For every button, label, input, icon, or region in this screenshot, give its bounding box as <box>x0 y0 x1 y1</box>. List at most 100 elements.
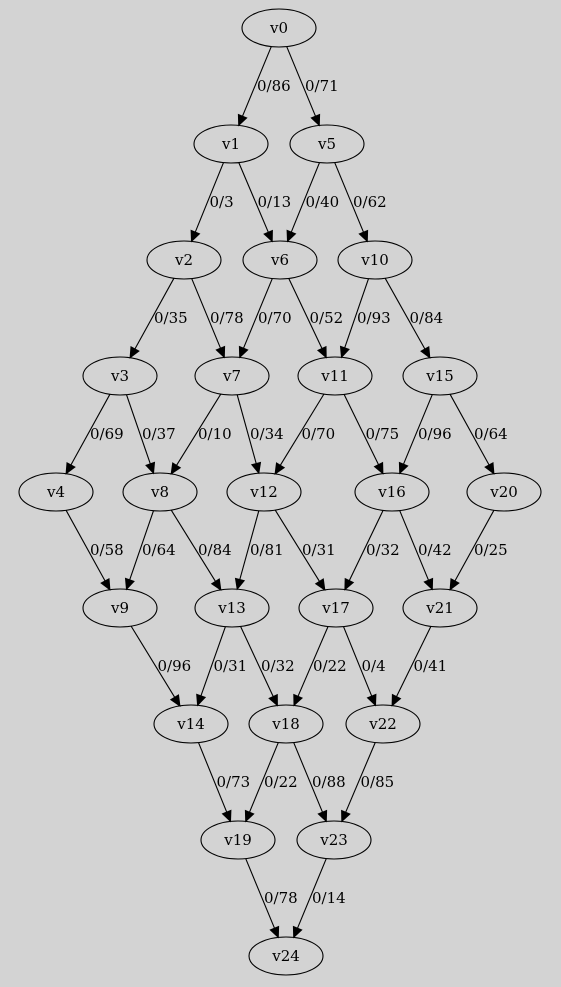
arrowhead-icon <box>124 577 135 591</box>
arrowhead-icon <box>484 461 495 475</box>
edge-v2-v3: 0/35 <box>129 278 188 359</box>
edge-v6-v7: 0/70 <box>238 278 292 359</box>
edge-line <box>402 394 433 465</box>
node-label: v16 <box>377 483 406 501</box>
edge-label: 0/4 <box>362 657 386 675</box>
arrowhead-icon <box>398 461 409 475</box>
edge-line <box>454 510 495 582</box>
arrowhead-icon <box>215 345 226 359</box>
edge-line <box>176 393 222 466</box>
node-label: v9 <box>110 599 129 617</box>
edge-label: 0/86 <box>257 77 291 95</box>
edge-v15-v16: 0/96 <box>398 394 452 475</box>
arrowhead-icon <box>316 345 327 359</box>
node-v21: v21 <box>402 588 478 628</box>
node-v14: v14 <box>153 704 229 744</box>
edge-line <box>343 394 379 465</box>
node-v24: v24 <box>248 936 324 976</box>
node-ellipse <box>248 936 324 976</box>
edge-v9-v14: 0/96 <box>130 625 192 707</box>
node-v22: v22 <box>345 704 421 744</box>
arrowhead-icon <box>449 577 460 591</box>
arrowhead-icon <box>237 113 248 127</box>
node-ellipse <box>82 356 158 396</box>
edge-label: 0/85 <box>361 773 395 791</box>
arrowhead-icon <box>423 577 434 591</box>
node-ellipse <box>248 704 324 744</box>
arrowhead-icon <box>169 694 181 707</box>
edge-v14-v19: 0/73 <box>197 742 250 823</box>
edge-v18-v19: 0/22 <box>244 742 298 823</box>
edge-label: 0/78 <box>210 309 244 327</box>
node-ellipse <box>297 356 373 396</box>
edge-label: 0/41 <box>414 657 448 675</box>
edge-line <box>399 510 430 581</box>
edge-label: 0/42 <box>418 541 452 559</box>
edge-line <box>194 162 225 233</box>
node-ellipse <box>298 588 374 628</box>
arrowhead-icon <box>100 577 111 591</box>
edge-v8-v9: 0/64 <box>124 510 176 591</box>
node-v15: v15 <box>402 356 478 396</box>
edge-line <box>344 278 370 348</box>
edge-line <box>334 162 365 233</box>
edge-label: 0/10 <box>198 425 232 443</box>
edge-v12-v13: 0/81 <box>234 510 284 591</box>
edge-label: 0/37 <box>142 425 176 443</box>
edge-line <box>290 162 321 233</box>
edge-label: 0/81 <box>250 541 284 559</box>
edge-v16-v17: 0/32 <box>344 510 400 591</box>
edge-v17-v22: 0/4 <box>342 626 386 707</box>
edge-line <box>191 278 222 349</box>
node-v23: v23 <box>296 820 372 860</box>
node-label: v10 <box>360 251 389 269</box>
arrowhead-icon <box>391 693 402 707</box>
arrowhead-icon <box>293 693 304 707</box>
edge-v13-v14: 0/31 <box>196 626 247 707</box>
edge-line <box>170 509 216 582</box>
arrowhead-icon <box>145 461 156 475</box>
edge-label: 0/32 <box>366 541 400 559</box>
edge-v17-v18: 0/22 <box>293 626 347 707</box>
node-label: v0 <box>269 19 288 37</box>
edge-v8-v13: 0/84 <box>170 509 232 591</box>
edge-line <box>345 742 376 813</box>
arrowhead-icon <box>221 809 232 823</box>
arrowhead-icon <box>366 693 377 707</box>
edge-label: 0/75 <box>366 425 400 443</box>
edge-line <box>240 626 274 697</box>
node-ellipse <box>466 472 542 512</box>
node-ellipse <box>200 820 276 860</box>
edge-label: 0/96 <box>158 657 192 675</box>
node-v5: v5 <box>289 124 365 164</box>
arrowhead-icon <box>310 113 321 127</box>
edge-v15-v20: 0/64 <box>449 394 508 475</box>
edge-v10-v11: 0/93 <box>339 278 391 359</box>
edge-line <box>449 394 490 466</box>
edge-v5-v10: 0/62 <box>334 162 387 243</box>
edge-line <box>293 742 324 813</box>
edge-label: 0/58 <box>90 541 124 559</box>
node-label: v17 <box>321 599 350 617</box>
arrowhead-icon <box>210 578 222 591</box>
edge-label: 0/13 <box>258 193 292 211</box>
node-label: v8 <box>150 483 169 501</box>
edge-v0-v1: 0/86 <box>237 46 291 127</box>
node-v18: v18 <box>248 704 324 744</box>
node-ellipse <box>242 240 318 280</box>
edge-line <box>384 278 426 350</box>
node-label: v6 <box>270 251 289 269</box>
node-label: v14 <box>176 715 205 733</box>
edge-label: 0/96 <box>418 425 452 443</box>
edge-label: 0/84 <box>410 309 444 327</box>
arrowhead-icon <box>292 925 303 939</box>
edge-line <box>279 393 325 466</box>
edge-v3-v4: 0/69 <box>65 394 124 475</box>
arrowhead-icon <box>317 809 328 823</box>
arrowhead-icon <box>129 345 140 359</box>
edge-v21-v22: 0/41 <box>391 626 448 707</box>
node-v4: v4 <box>18 472 94 512</box>
node-ellipse <box>241 8 317 48</box>
edge-line <box>296 858 327 929</box>
